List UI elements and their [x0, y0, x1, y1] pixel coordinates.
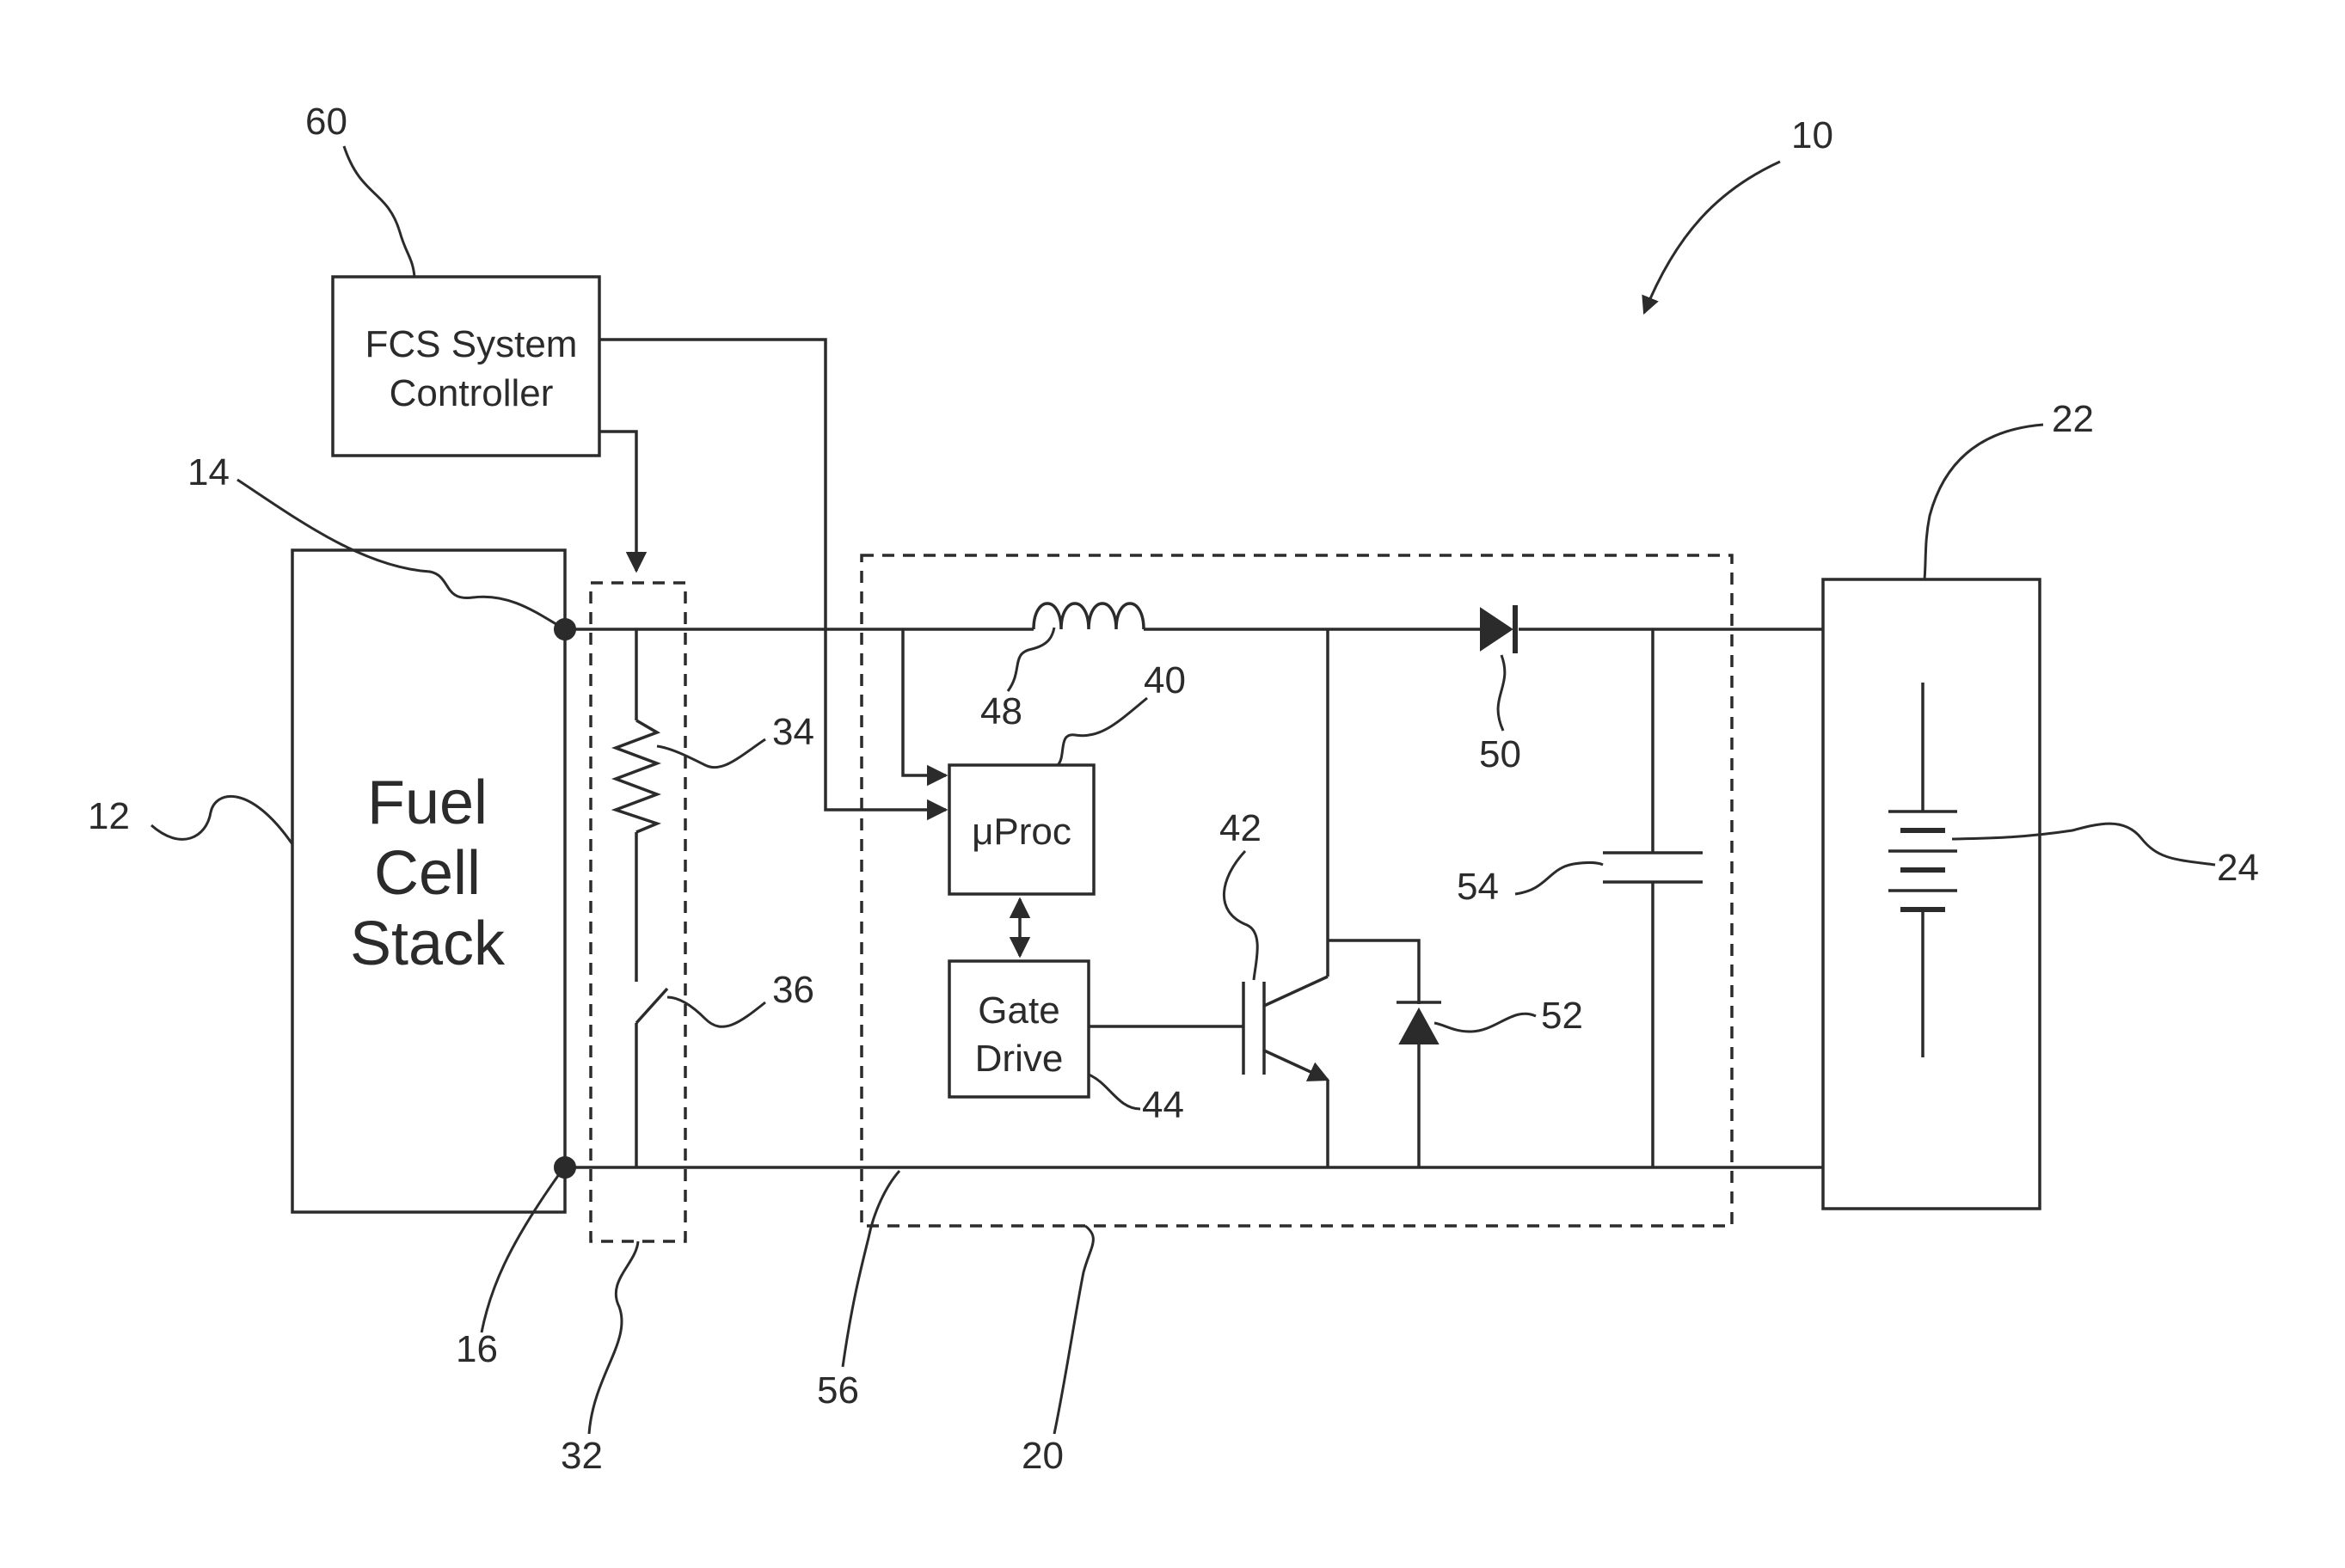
ref-20: 20 [1022, 1435, 1064, 1477]
ref-10: 10 [1791, 114, 1833, 156]
discharge-module-boundary [591, 583, 685, 1241]
fcs-controller-label-line1: FCS System [365, 323, 578, 365]
gate-drive-label-line2: Drive [975, 1038, 1064, 1080]
ref-36: 36 [772, 969, 814, 1011]
fcs-system-controller-block: FCS System Controller [333, 277, 599, 456]
ref-40: 40 [1144, 659, 1186, 701]
ref-56: 56 [817, 1369, 859, 1412]
controller-to-switch-signal [599, 432, 636, 571]
ref-44: 44 [1142, 1084, 1184, 1126]
fcs-controller-label-line2: Controller [390, 372, 554, 414]
voltage-sense-line [903, 629, 946, 775]
ref-60: 60 [305, 101, 347, 143]
ref-12: 12 [88, 795, 130, 837]
fuel-cell-stack-label-line3: Stack [350, 910, 506, 978]
ref-34: 34 [772, 711, 814, 753]
ref-22: 22 [2052, 398, 2094, 440]
ref-24: 24 [2217, 847, 2259, 889]
ref-16: 16 [456, 1328, 498, 1370]
ref-42: 42 [1219, 807, 1262, 849]
inductor [1034, 603, 1144, 629]
gate-drive-block: Gate Drive [949, 961, 1089, 1097]
freewheel-diode [1328, 940, 1441, 1167]
ref-50: 50 [1479, 733, 1521, 775]
fuel-cell-stack-block: Fuel Cell Stack [292, 550, 565, 1212]
igbt-transistor [1089, 629, 1328, 1167]
microprocessor-block: μProc [949, 765, 1094, 894]
fuel-cell-stack-label-line1: Fuel [367, 769, 488, 837]
microprocessor-label: μProc [972, 811, 1071, 853]
ref-48: 48 [980, 690, 1022, 732]
fuel-cell-stack-label-line2: Cell [374, 839, 481, 908]
capacitor [1603, 629, 1703, 1167]
switch [636, 989, 667, 1167]
resistor [616, 629, 657, 982]
ref-54: 54 [1457, 866, 1499, 908]
ref-52: 52 [1541, 995, 1583, 1037]
ref-32: 32 [561, 1435, 603, 1477]
battery-block [1823, 579, 2040, 1209]
ref-14: 14 [187, 451, 230, 493]
output-diode [1481, 605, 1515, 653]
gate-drive-label-line1: Gate [978, 989, 1059, 1032]
